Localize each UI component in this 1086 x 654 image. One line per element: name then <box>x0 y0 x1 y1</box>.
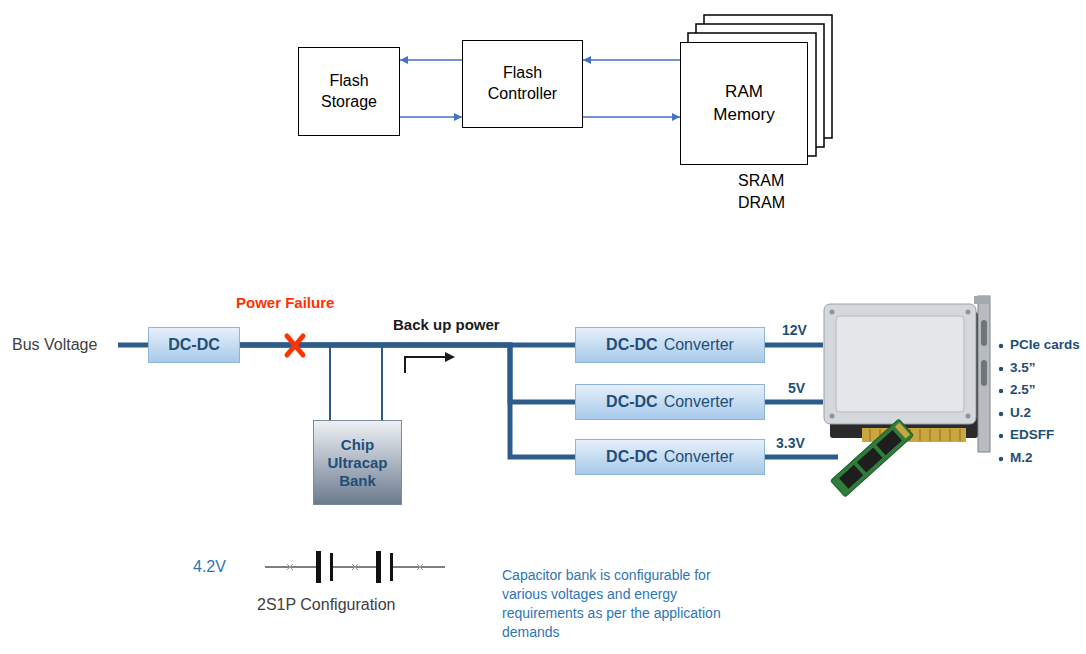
dcdc-box: DC-DC <box>148 327 240 363</box>
arrowhead <box>454 113 462 121</box>
config-label: 2S1P Configuration <box>257 596 395 614</box>
box-text: Converter <box>664 393 734 411</box>
arrowhead <box>583 56 591 64</box>
memory-type: DRAM <box>738 194 785 212</box>
box-text: Converter <box>664 336 734 354</box>
form-factor-item: EDSFF <box>1010 427 1054 442</box>
controller-box: Flash Controller <box>462 40 583 128</box>
box-text: DC-DC <box>606 448 658 466</box>
voltage-label: 4.2V <box>193 558 226 576</box>
form-factor-item: PCIe cards <box>1010 337 1080 352</box>
voltage-label: 3.3V <box>776 435 805 451</box>
capacitor-symbol <box>265 551 445 583</box>
connector <box>240 345 575 457</box>
arrowhead <box>400 56 408 64</box>
connector-line <box>240 345 575 457</box>
converter-box: DC-DC Converter <box>575 384 765 420</box>
converter-box: DC-DC Converter <box>575 439 765 475</box>
ultracap-bank: Chip Ultracap Bank <box>313 420 402 505</box>
backup-arrow <box>405 357 446 373</box>
box-text: DC-DC <box>606 336 658 354</box>
ram-box: RAM Memory <box>680 42 808 165</box>
connector-line <box>400 116 462 117</box>
connector-line <box>330 345 575 420</box>
form-factor-item: 2.5” <box>1010 382 1036 397</box>
connector-line <box>583 116 680 117</box>
connector-line <box>400 59 462 60</box>
connector <box>400 56 462 64</box>
voltage-label: 12V <box>782 322 807 338</box>
failure-label: Power Failure <box>236 294 334 311</box>
connector <box>583 113 680 121</box>
storage-box: Flash Storage <box>298 47 400 136</box>
backup-arrowhead <box>445 352 455 362</box>
bank-lead <box>381 346 383 421</box>
connector <box>330 345 575 420</box>
bullet-dot <box>999 344 1003 461</box>
connector-line <box>330 345 575 420</box>
input-label: Bus Voltage <box>12 336 97 354</box>
box-text: DC-DC <box>606 393 658 411</box>
form-factor-item: 3.5” <box>1010 360 1036 375</box>
output-wire <box>765 455 838 460</box>
connector <box>330 345 575 420</box>
note-text: Capacitor bank is configurable for vario… <box>502 566 742 642</box>
connector <box>400 113 462 121</box>
backup-label: Back up power <box>393 316 500 333</box>
connector-line <box>583 59 680 60</box>
output-wire <box>765 343 823 348</box>
box-text: Flash Controller <box>471 63 574 105</box>
box-text: Converter <box>664 448 734 466</box>
connector <box>583 56 680 64</box>
output-wire <box>765 400 823 405</box>
box-text: Chip Ultracap Bank <box>318 436 397 490</box>
form-factor-item: U.2 <box>1010 405 1031 420</box>
converter-box: DC-DC Converter <box>575 327 765 363</box>
bus-wire <box>118 343 149 348</box>
form-factor-item: M.2 <box>1010 450 1033 465</box>
voltage-label: 5V <box>788 380 805 396</box>
m2-card-picture <box>830 419 913 497</box>
box-text: RAM Memory <box>704 81 784 125</box>
box-text: Flash Storage <box>307 71 391 113</box>
power-failure-cross <box>287 336 303 355</box>
arrowhead <box>672 113 680 121</box>
box-text: DC-DC <box>168 336 220 354</box>
memory-type: SRAM <box>738 172 784 190</box>
